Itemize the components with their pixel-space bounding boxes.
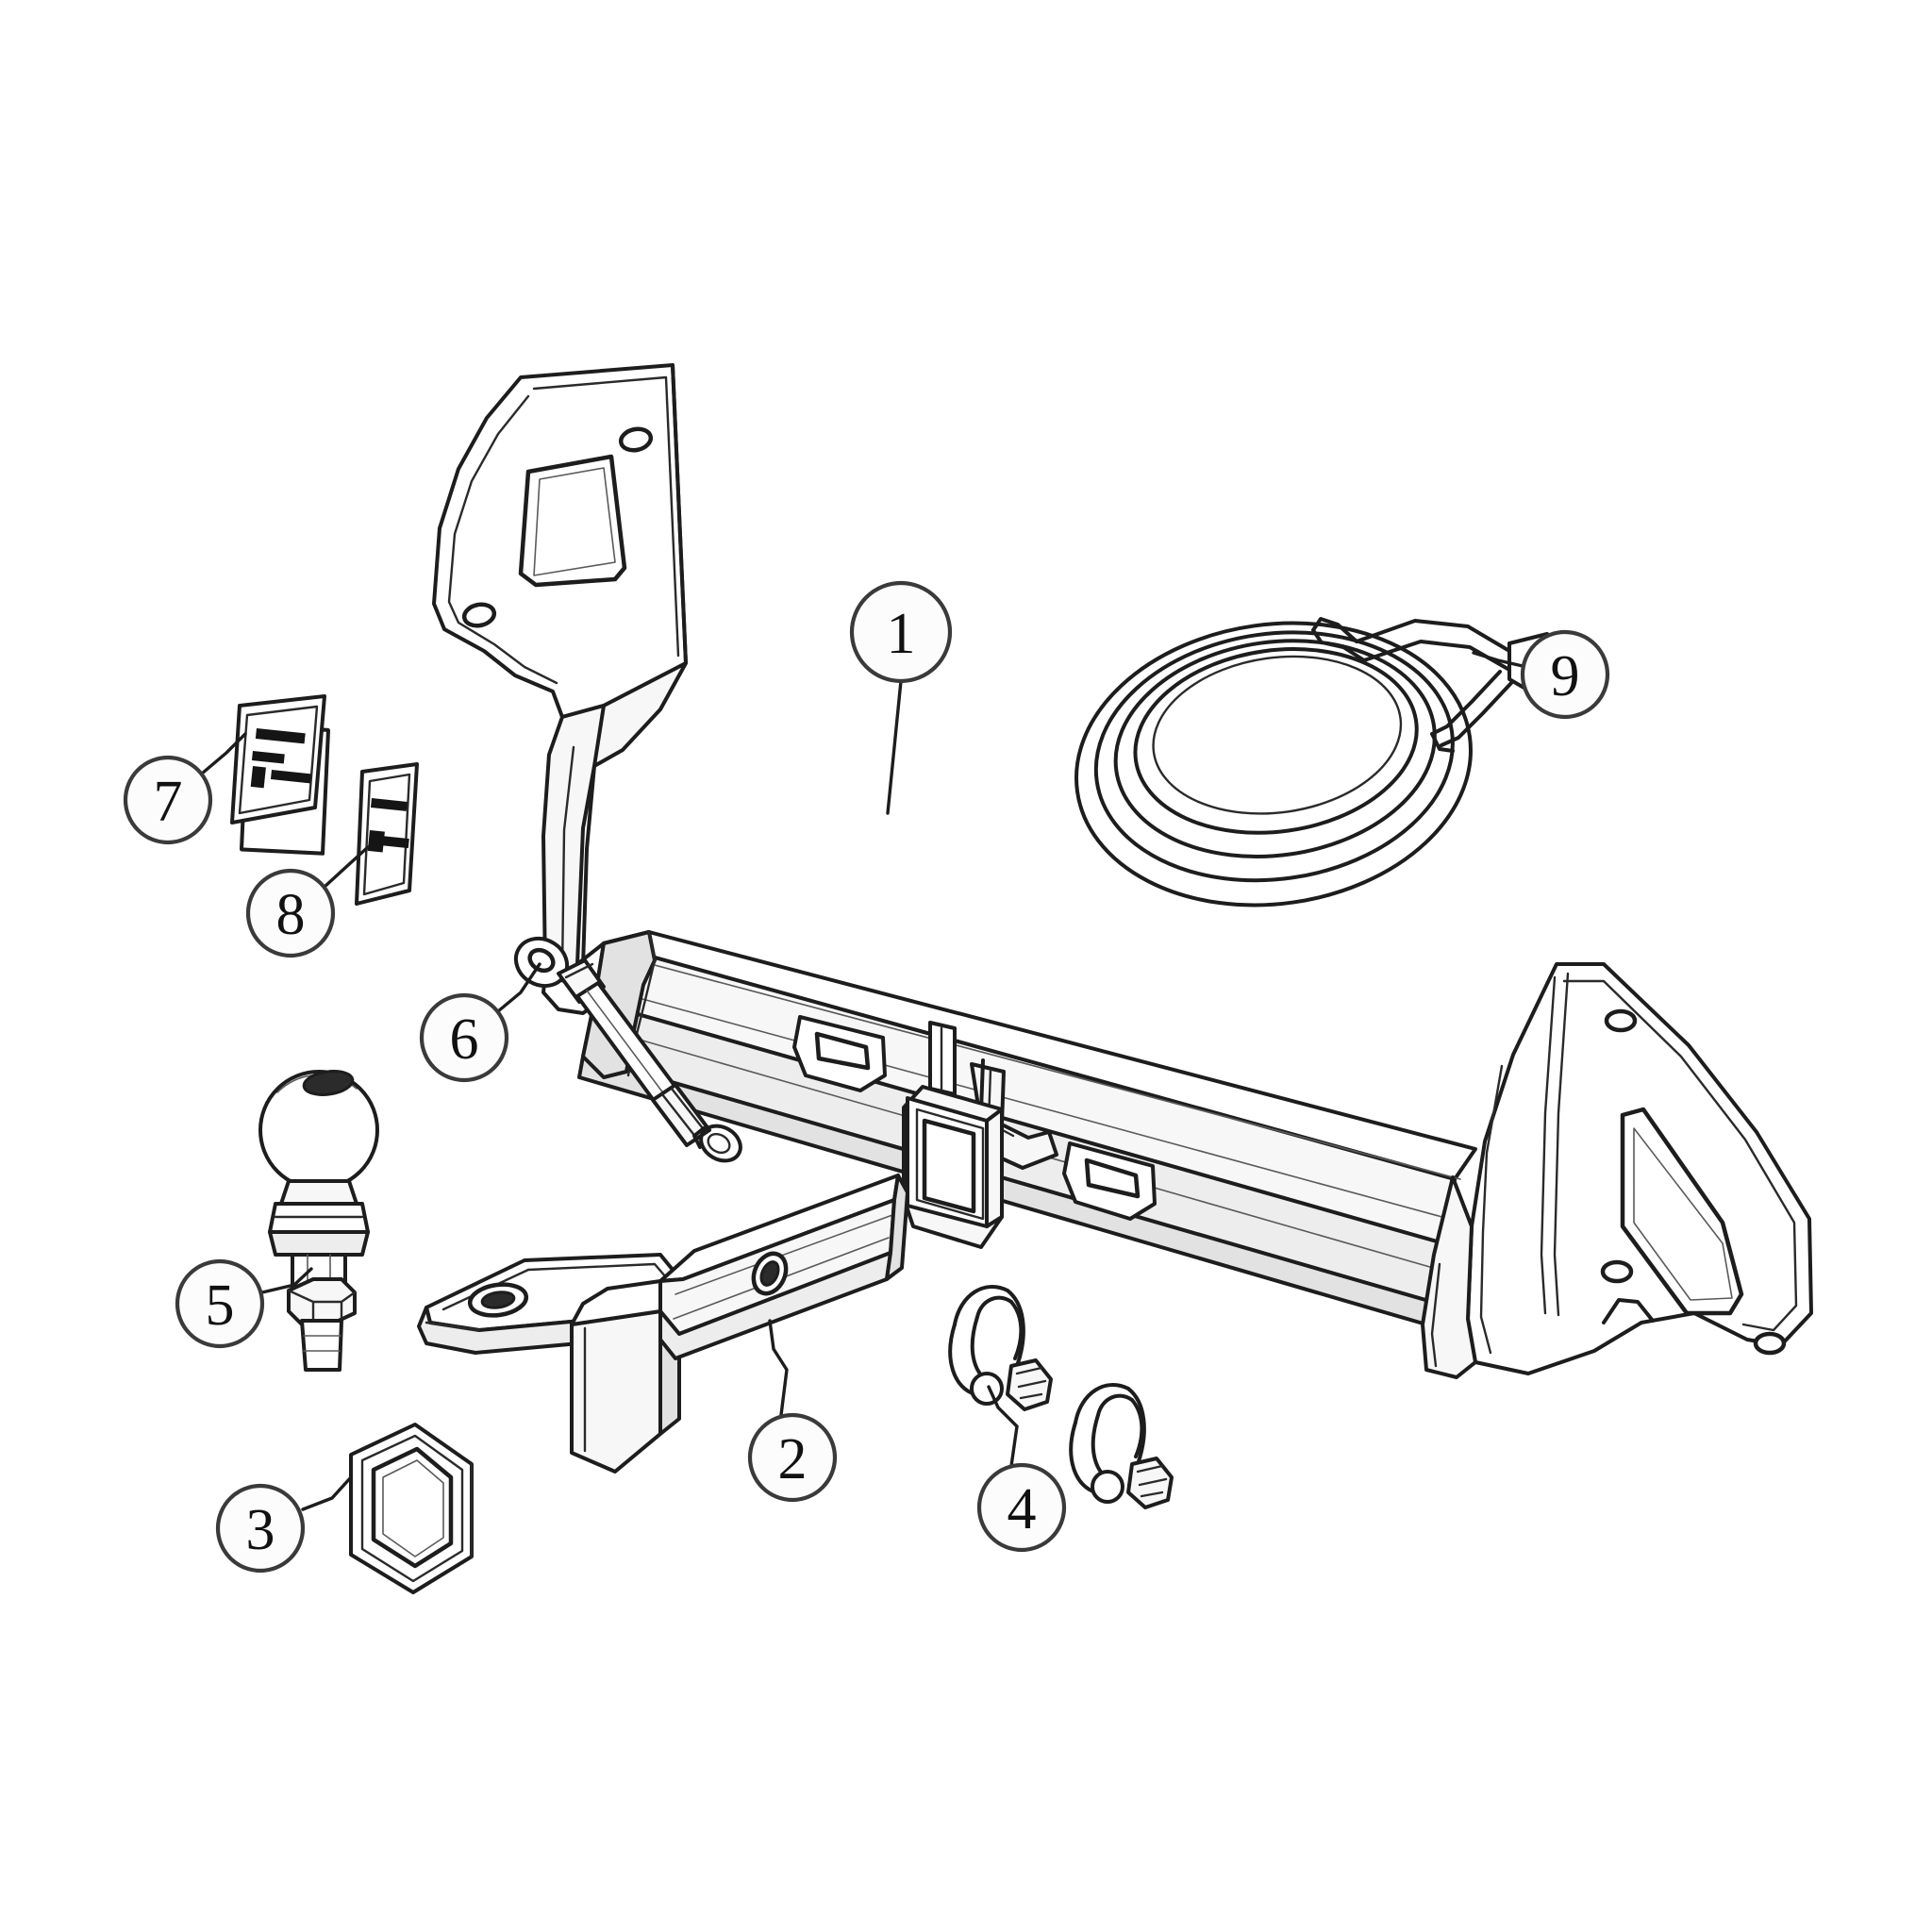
callout-5[interactable]: 5: [175, 1258, 313, 1349]
callout-5-label: 5: [206, 1274, 235, 1338]
part-shackles[interactable]: [948, 1285, 1174, 1509]
callout-1-leader: [886, 679, 903, 815]
callout-9-label: 9: [1551, 644, 1580, 708]
callout-8-leader: [323, 845, 370, 889]
callout-7-label: 7: [154, 770, 183, 834]
callout-2-leader: [768, 1319, 789, 1417]
callout-2[interactable]: 2: [747, 1319, 838, 1503]
callout-2-label: 2: [778, 1427, 808, 1491]
callout-6[interactable]: 6: [419, 962, 541, 1083]
callout-1-circle[interactable]: [849, 580, 953, 684]
callout-3[interactable]: 3: [215, 1475, 353, 1574]
callout-3-circle[interactable]: [215, 1483, 306, 1574]
callout-9-circle[interactable]: [1520, 629, 1610, 720]
callout-7-leader: [200, 732, 247, 775]
callout-5-circle[interactable]: [175, 1258, 265, 1349]
callout-7-circle[interactable]: [123, 755, 213, 845]
callout-8-circle[interactable]: [245, 868, 336, 958]
callout-layer[interactable]: 1 2 3 4: [123, 580, 1610, 1574]
part-drawbar-ball-mount[interactable]: [417, 1174, 909, 1474]
callout-9[interactable]: 9: [1472, 629, 1610, 720]
callout-2-circle[interactable]: [747, 1412, 838, 1503]
part-label-plate-large[interactable]: [230, 694, 330, 868]
callout-4-circle[interactable]: [976, 1462, 1067, 1553]
right-mounting-bracket[interactable]: [1421, 962, 1813, 1379]
callout-5-leader: [260, 1267, 313, 1294]
callout-4-leader: [987, 1385, 1019, 1468]
callout-8-label: 8: [276, 883, 306, 947]
callout-1-label: 1: [887, 602, 916, 666]
square-receiver-tube[interactable]: [902, 1085, 1004, 1249]
part-label-plate-small[interactable]: [355, 762, 419, 906]
callout-1[interactable]: 1: [849, 580, 953, 815]
callout-3-leader: [301, 1475, 353, 1511]
callout-4-label: 4: [1008, 1477, 1037, 1541]
part-tow-ball[interactable]: [258, 1068, 379, 1372]
callout-6-leader: [496, 962, 541, 1013]
part-crossbar-assembly[interactable]: [432, 363, 1813, 1379]
callout-7[interactable]: 7: [123, 732, 247, 845]
callout-9-leader: [1472, 651, 1524, 668]
part-receiver-cover-plug[interactable]: [349, 1423, 474, 1594]
callout-6-label: 6: [450, 1008, 479, 1072]
callout-3-label: 3: [246, 1498, 275, 1562]
callout-8[interactable]: 8: [245, 845, 370, 958]
callout-4[interactable]: 4: [976, 1385, 1067, 1553]
part-hitch-pin[interactable]: [508, 929, 747, 1168]
callout-6-circle[interactable]: [419, 992, 509, 1083]
